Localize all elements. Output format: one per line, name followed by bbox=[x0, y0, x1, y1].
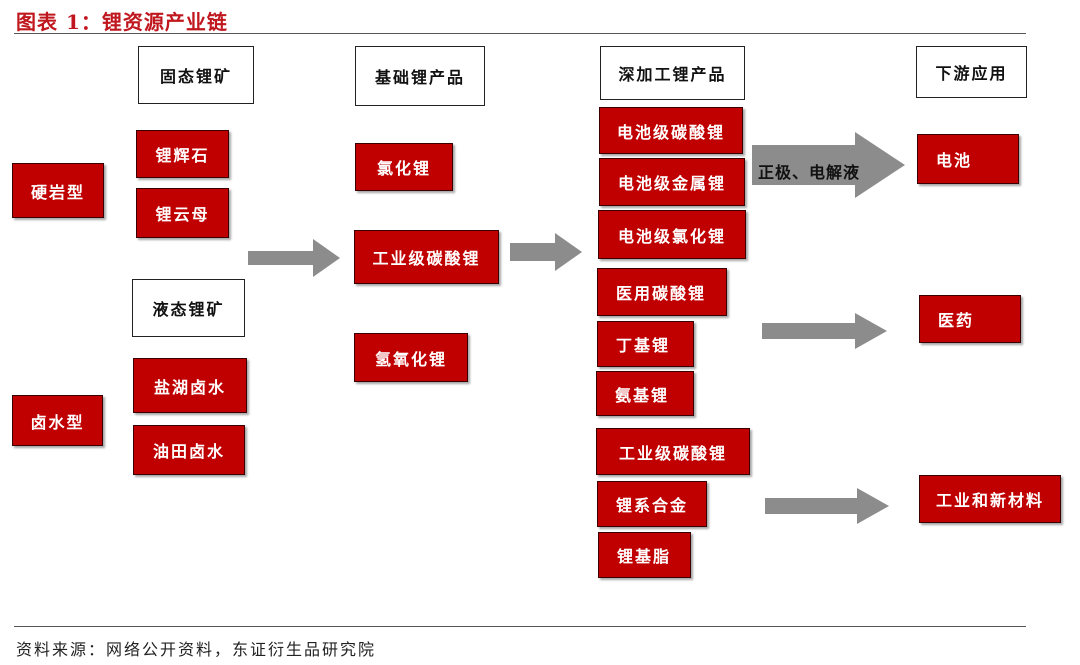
mineral-lepidolite: 锂云母 bbox=[136, 188, 229, 238]
deep-lithium-alloy: 锂系合金 bbox=[597, 481, 707, 527]
arrow-label-cathode-electrolyte: 正极、电解液 bbox=[758, 163, 861, 182]
arrow-ore-to-basic bbox=[248, 239, 340, 277]
deep-battery-lithium-metal: 电池级金属锂 bbox=[599, 158, 745, 206]
type-brine: 卤水型 bbox=[12, 395, 103, 446]
arrow-battery bbox=[752, 132, 905, 198]
basic-lithium-hydroxide: 氢氧化锂 bbox=[354, 333, 468, 382]
mineral-oilfield-brine: 油田卤水 bbox=[133, 425, 245, 475]
app-battery: 电池 bbox=[917, 134, 1019, 184]
header-downstream: 下游应用 bbox=[916, 46, 1027, 98]
mineral-spodumene: 锂辉石 bbox=[136, 130, 229, 178]
header-basic-products: 基础锂产品 bbox=[355, 46, 485, 106]
app-industrial-new-materials: 工业和新材料 bbox=[919, 475, 1061, 523]
deep-battery-lithium-chloride: 电池级氯化锂 bbox=[598, 210, 746, 259]
header-solid-ore: 固态锂矿 bbox=[138, 46, 254, 104]
type-hard-rock: 硬岩型 bbox=[12, 163, 104, 218]
basic-industrial-lithium-carbonate: 工业级碳酸锂 bbox=[354, 230, 499, 284]
deep-lithium-amide: 氨基锂 bbox=[596, 371, 694, 416]
deep-medical-lithium-carbonate: 医用碳酸锂 bbox=[597, 268, 727, 316]
deep-battery-lithium-carbonate: 电池级碳酸锂 bbox=[599, 107, 743, 154]
footer-divider bbox=[14, 626, 1026, 627]
arrow-basic-to-deep bbox=[510, 233, 582, 271]
source-note: 资料来源：网络公开资料，东证衍生品研究院 bbox=[16, 640, 377, 659]
chart-title: 图表 1：锂资源产业链 bbox=[16, 10, 228, 34]
basic-lithium-chloride: 氯化锂 bbox=[355, 143, 453, 191]
deep-industrial-lithium-carbonate: 工业级碳酸锂 bbox=[596, 428, 750, 475]
app-medicine: 医药 bbox=[919, 295, 1021, 343]
arrow-medical bbox=[762, 313, 887, 349]
header-liquid-ore: 液态锂矿 bbox=[132, 279, 245, 337]
header-deep-processing: 深加工锂产品 bbox=[600, 46, 745, 100]
deep-butyllithium: 丁基锂 bbox=[597, 321, 694, 367]
deep-lithium-grease: 锂基脂 bbox=[598, 532, 691, 578]
arrow-industrial bbox=[765, 488, 889, 524]
mineral-salt-lake-brine: 盐湖卤水 bbox=[133, 358, 247, 413]
title-divider bbox=[14, 33, 1026, 34]
